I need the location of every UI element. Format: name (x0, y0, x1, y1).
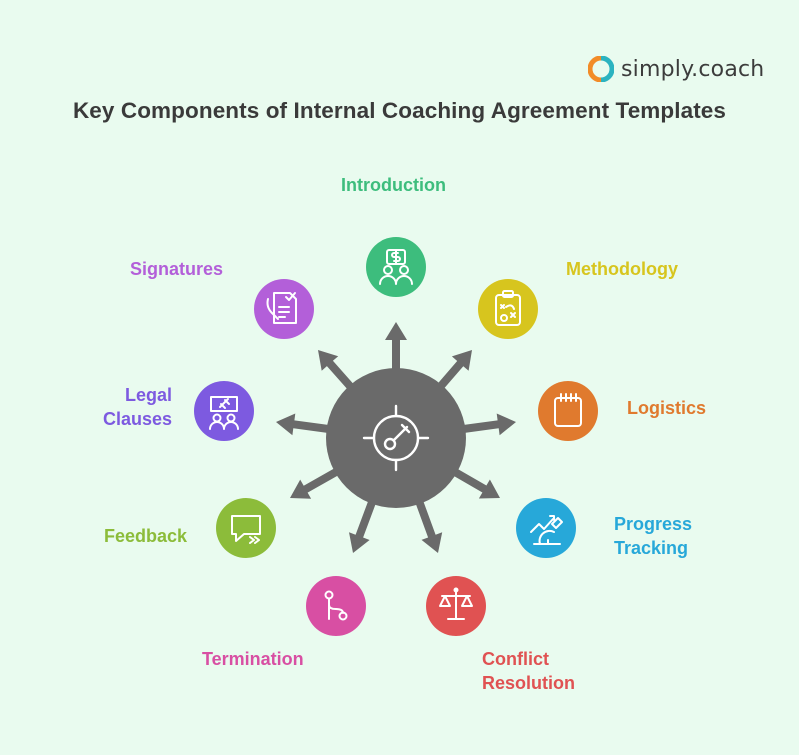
label-signatures: Signatures (130, 257, 223, 281)
gavel-people-icon (209, 396, 239, 430)
label-line: Clauses (102, 409, 172, 429)
node-circle-signatures (254, 279, 314, 339)
chat-bubble-icon (231, 515, 261, 544)
label-introduction: Introduction (341, 173, 446, 197)
node-circle-introduction (366, 237, 426, 297)
label-line: Termination (202, 649, 304, 669)
label-line: Introduction (341, 175, 446, 195)
label-line: Tracking (614, 538, 689, 558)
label-methodology: Methodology (566, 257, 678, 281)
node-introduction (366, 237, 426, 297)
node-conflict-resolution (426, 576, 486, 636)
brand-name: simply.coach (621, 56, 765, 82)
node-signatures (254, 279, 314, 339)
node-circle-termination (306, 576, 366, 636)
label-line: Logistics (627, 398, 707, 418)
arrow-to-logistics (450, 413, 516, 436)
arrow-to-introduction (385, 322, 407, 383)
signed-document-icon (266, 292, 297, 324)
node-circle-methodology (478, 279, 538, 339)
brand-logo: simply.coach (588, 54, 764, 84)
label-line: Signatures (130, 259, 224, 279)
node-circle-feedback (216, 498, 276, 558)
target-gauge-icon (362, 404, 430, 472)
node-circle-logistics (538, 381, 598, 441)
microscope-chart-icon (530, 515, 563, 545)
label-feedback: Feedback (104, 524, 187, 548)
scales-icon (439, 587, 473, 620)
label-termination: Termination (202, 647, 304, 671)
node-progress-tracking (516, 498, 576, 558)
central-hub (326, 368, 466, 508)
node-logistics (538, 381, 598, 441)
label-line: Progress (614, 514, 693, 534)
page-title: Key Components of Internal Coaching Agre… (72, 98, 727, 123)
label-line: Conflict (482, 649, 549, 669)
calendar-icon (554, 393, 582, 427)
arrow-to-termination (349, 488, 381, 553)
label-line: Feedback (104, 526, 188, 546)
node-methodology (478, 279, 538, 339)
node-legal-clauses (194, 381, 254, 441)
arrow-to-conflict-resolution (411, 488, 443, 553)
label-line: Methodology (566, 259, 678, 279)
branch-icon (324, 590, 348, 621)
simply-coach-logo-icon (588, 56, 614, 82)
label-logistics: Logistics (627, 396, 706, 420)
strategy-clipboard-icon (495, 290, 521, 326)
label-line: Resolution (482, 673, 575, 693)
node-termination (306, 576, 366, 636)
node-feedback (216, 498, 276, 558)
arrow-to-legal-clauses (276, 413, 342, 436)
label-line: Legal (124, 385, 172, 405)
component-nodes (194, 237, 598, 636)
money-people-icon (379, 249, 413, 285)
